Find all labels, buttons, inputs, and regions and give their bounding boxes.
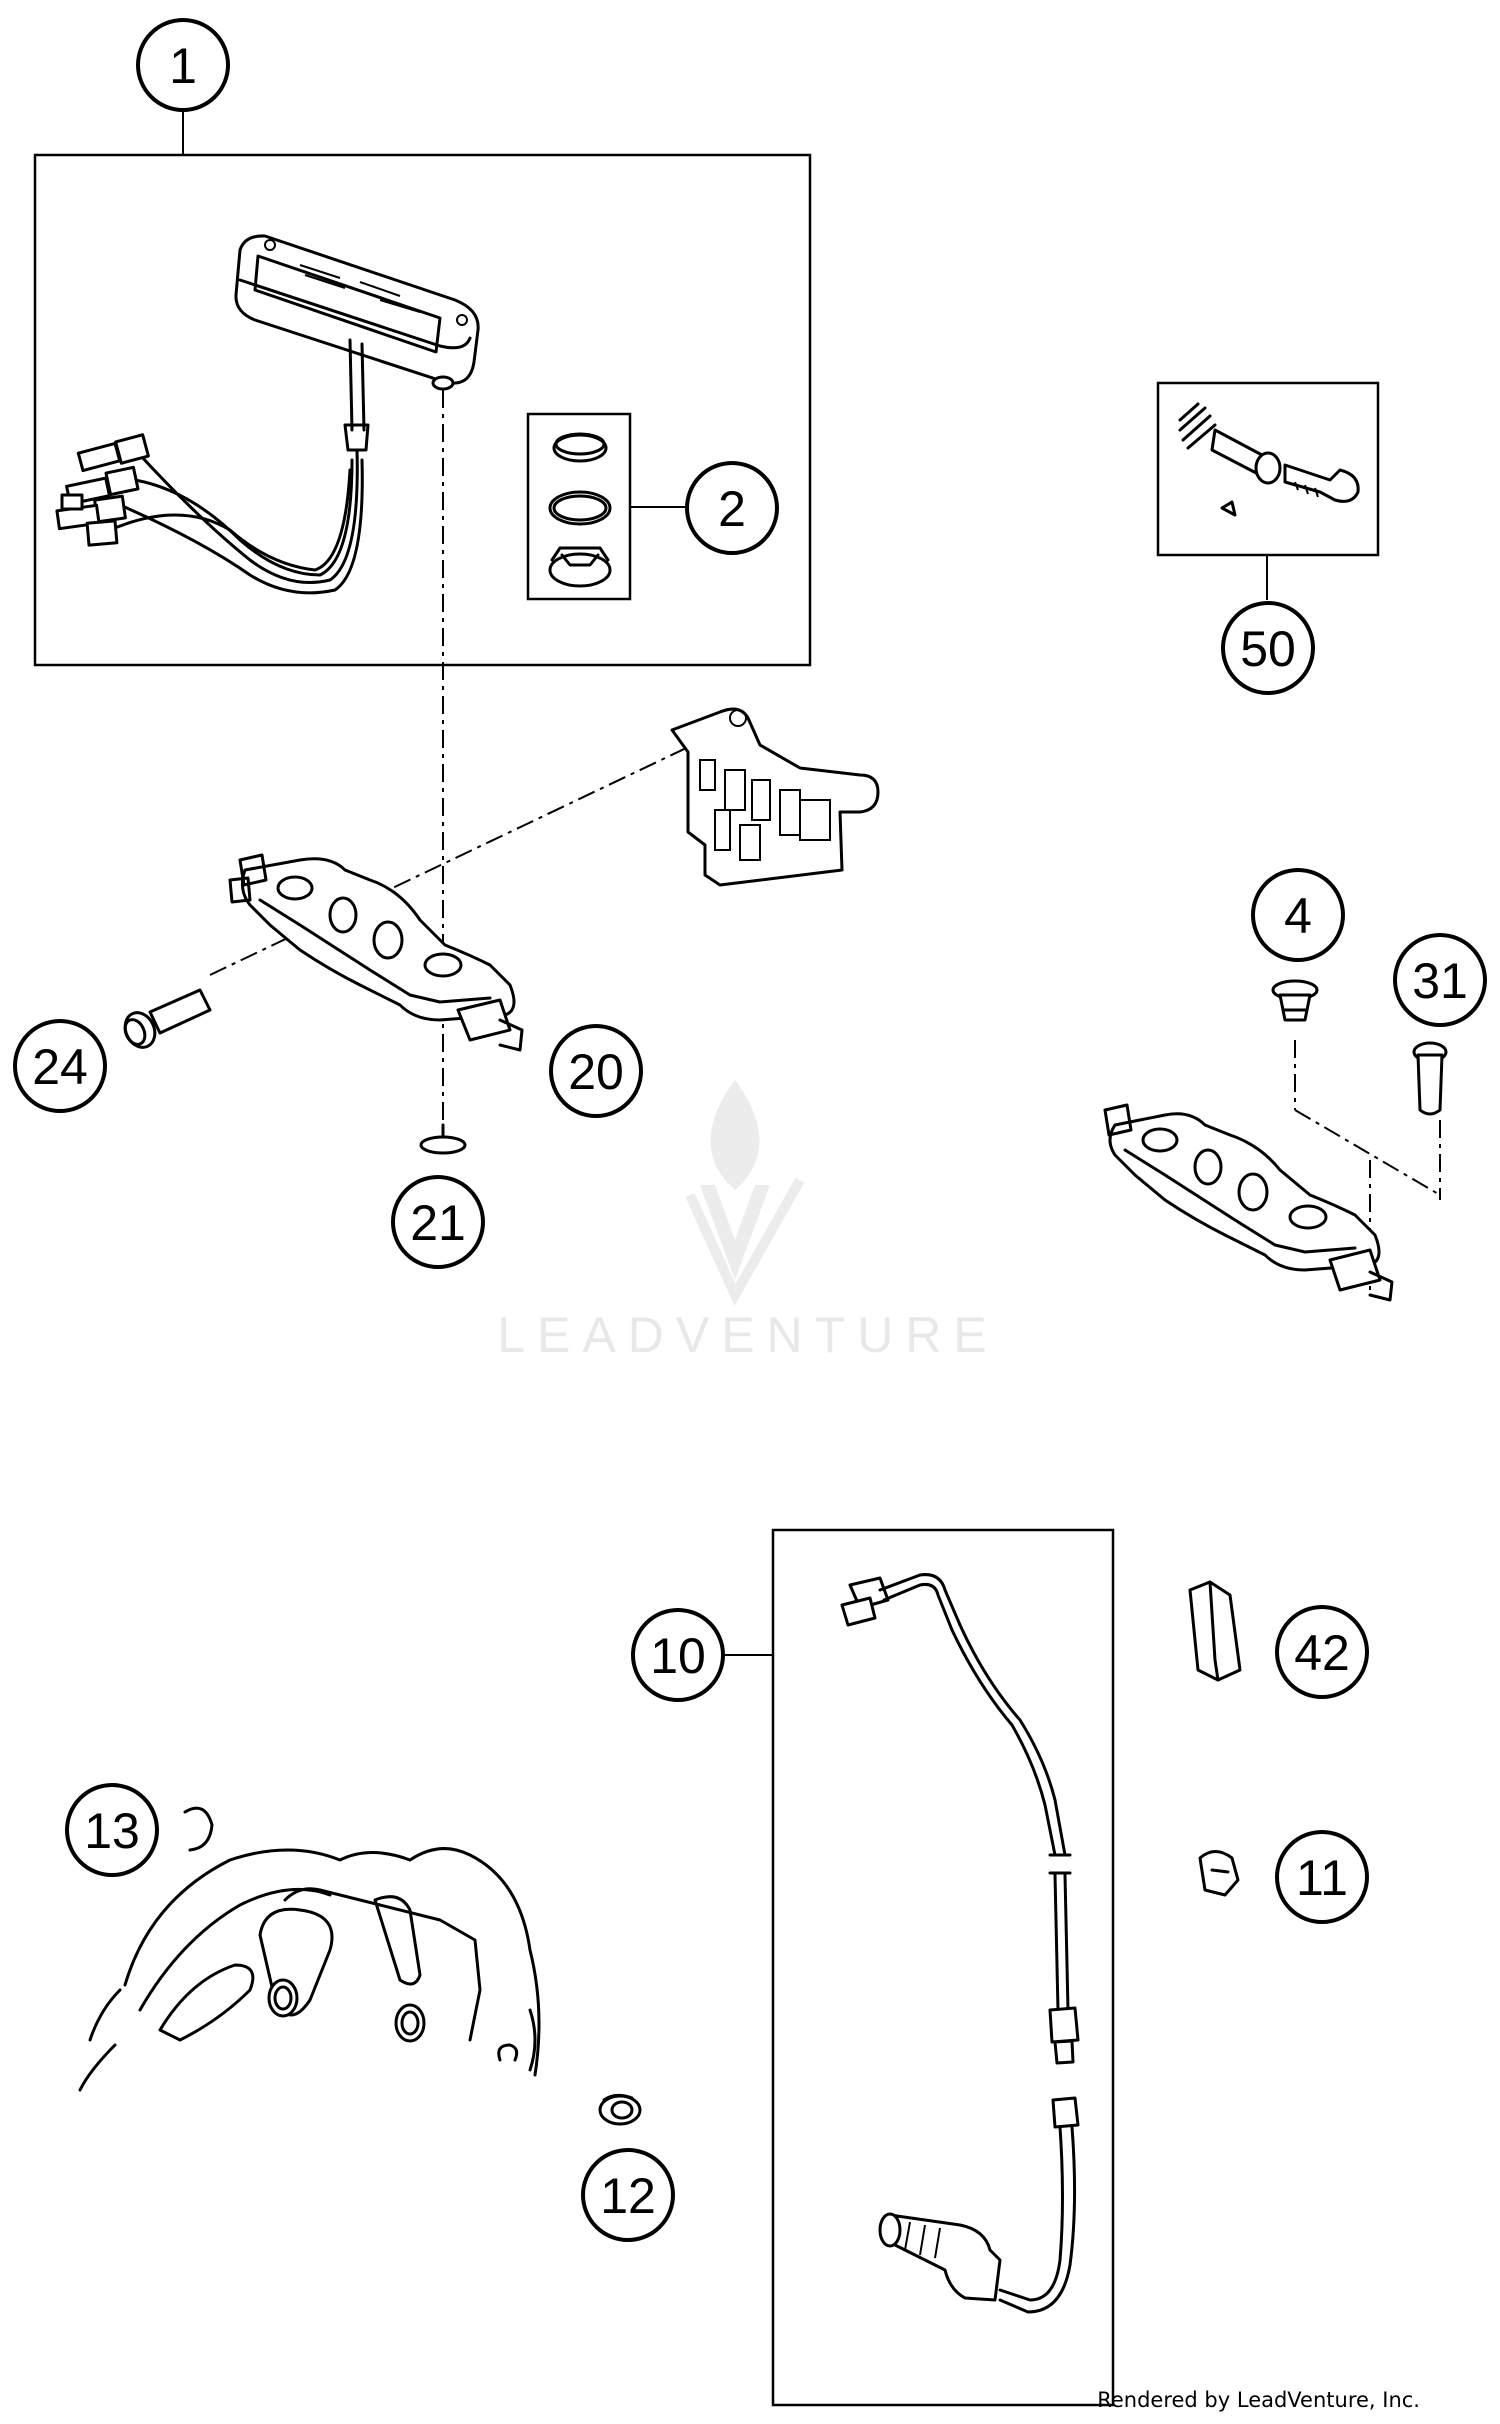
lock-set[interactable] <box>1178 402 1360 517</box>
callout-2: 2 <box>685 461 779 555</box>
leadventure-watermark: LEADVENTURE <box>497 1080 999 1363</box>
bolt-24[interactable] <box>120 988 212 1052</box>
callout-42-number: 42 <box>1294 1625 1350 1681</box>
clip-42[interactable] <box>1188 1580 1242 1682</box>
circlip-13[interactable] <box>183 1806 214 1852</box>
callout-13: 13 <box>65 1783 159 1877</box>
callout-50: 50 <box>1221 601 1315 695</box>
callout-21-number: 21 <box>410 1195 466 1251</box>
callout-12: 12 <box>581 2148 675 2242</box>
callout-50-number: 50 <box>1240 621 1296 677</box>
instrument-bracket-alt[interactable] <box>1103 1103 1394 1302</box>
screw-21[interactable] <box>419 1123 467 1155</box>
disc-guard[interactable] <box>78 1847 541 2092</box>
callout-1: 1 <box>136 18 230 112</box>
speedometer-harness[interactable] <box>55 433 364 595</box>
callout-21: 21 <box>391 1175 485 1269</box>
render-credit: Rendered by LeadVenture, Inc. <box>1097 2388 1420 2412</box>
kit-10-box <box>771 1528 1115 2407</box>
plug-4[interactable] <box>1271 979 1319 1022</box>
speedometer-unit[interactable] <box>234 234 480 452</box>
cable-holder-11[interactable] <box>1198 1850 1240 1897</box>
callout-4: 4 <box>1251 868 1345 962</box>
callout-31-number: 31 <box>1412 953 1468 1009</box>
callout-20-number: 20 <box>568 1044 624 1100</box>
spacer-12[interactable] <box>598 2093 642 2126</box>
callout-12-number: 12 <box>600 2168 656 2224</box>
callout-10: 10 <box>631 1608 725 1702</box>
callout-4-number: 4 <box>1284 888 1312 944</box>
callout-2-number: 2 <box>718 481 746 537</box>
callout-42: 42 <box>1275 1605 1369 1699</box>
callout-11-number: 11 <box>1296 1850 1348 1906</box>
callout-10-number: 10 <box>650 1628 706 1684</box>
speed-sensor-cable[interactable] <box>840 1573 1080 2314</box>
callout-13-number: 13 <box>84 1803 140 1859</box>
instrument-bracket[interactable] <box>228 853 524 1052</box>
callout-31: 31 <box>1393 933 1487 1027</box>
pin-31[interactable] <box>1412 1041 1448 1116</box>
callout-11: 11 <box>1275 1830 1369 1924</box>
mounting-plate[interactable] <box>670 707 880 887</box>
callout-24: 24 <box>13 1019 107 1113</box>
kit-1-box <box>33 153 812 667</box>
battery-cover-parts[interactable] <box>548 432 612 588</box>
watermark-text: LEADVENTURE <box>497 1307 999 1363</box>
callout-24-number: 24 <box>32 1039 88 1095</box>
callout-1-number: 1 <box>169 38 197 94</box>
callout-20: 20 <box>549 1024 643 1118</box>
